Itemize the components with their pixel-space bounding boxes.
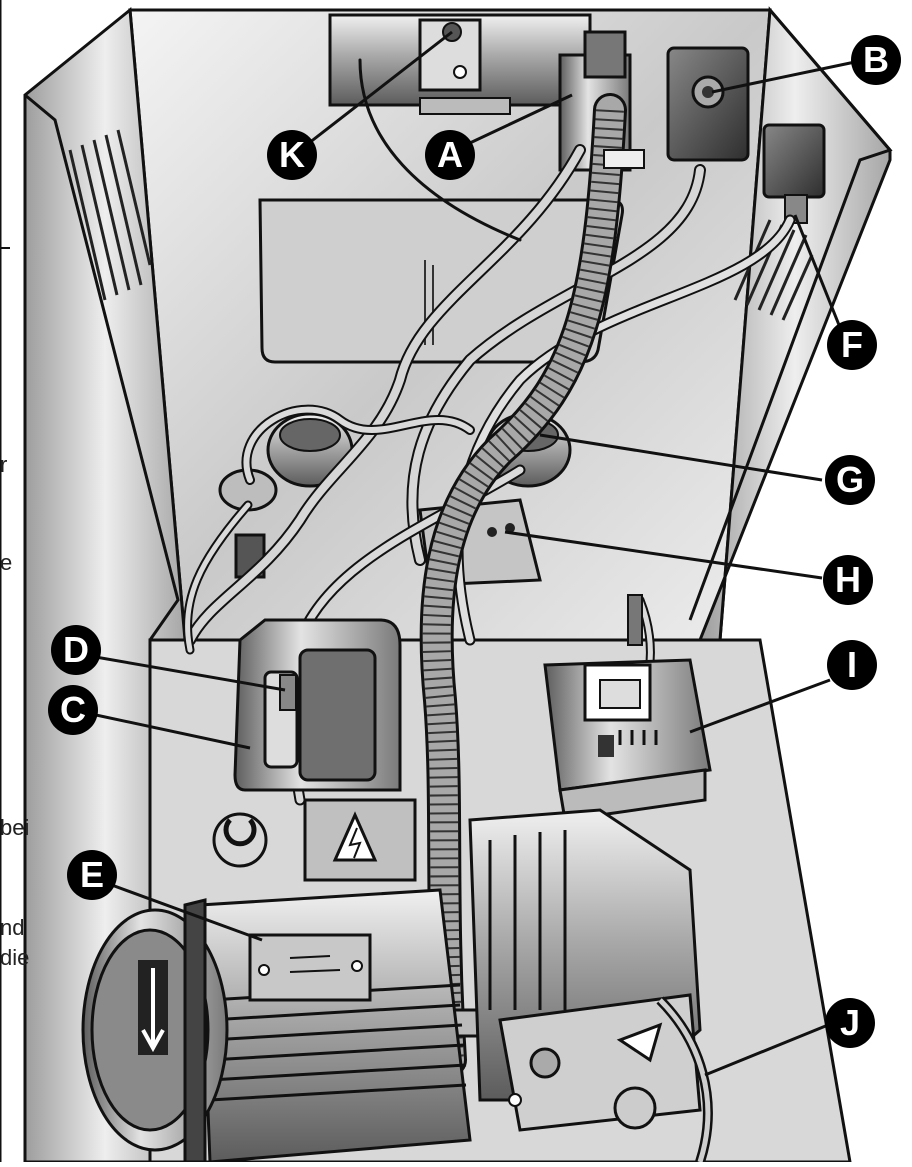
fitting-left [212,812,268,868]
callout-a-label: A [437,134,463,175]
callout-k: K [267,130,317,180]
callout-c-label: C [60,689,86,730]
vent-slots-right [733,219,814,321]
callout-b: B [851,35,901,85]
callout-i: I [827,640,877,690]
component-i-module [543,594,712,822]
callout-h: H [823,555,873,605]
callout-c: C [48,685,98,735]
component-c-housing [233,618,402,792]
callout-f-label: F [841,324,863,365]
left-text-fragment-1: r [0,452,8,477]
vent-slots-left [68,129,152,301]
callout-j: J [825,998,875,1048]
pump-body [468,808,702,1132]
callout-f: F [827,320,877,370]
leader-lines [81,30,856,1077]
callout-e: E [67,850,117,900]
callout-g-label: G [836,459,864,500]
component-d-strap [263,670,299,769]
left-text-fragment-2: e [0,550,13,575]
corrugated-hose [419,93,627,1077]
component-e-motor [81,888,472,1164]
hose-clamp-top [603,149,645,169]
callout-d: D [51,625,101,675]
callout-d-label: D [63,629,89,670]
callout-k-label: K [279,134,305,175]
left-text-fragment-4: nd [0,915,25,940]
callout-a: A [425,130,475,180]
callout-h-label: H [835,559,861,600]
callout-b-label: B [863,39,889,80]
left-text-fragment-3: bei [0,815,30,840]
callout-e-label: E [80,854,104,895]
callout-i-label: I [847,644,857,685]
left-wall-flange [24,93,180,641]
component-b-solenoid [666,46,750,162]
callout-g: G [825,455,875,505]
warning-block [303,798,417,882]
callout-j-label: J [840,1002,860,1043]
right-wall-flange [688,9,893,621]
left-text-fragment-5: die [0,945,30,970]
